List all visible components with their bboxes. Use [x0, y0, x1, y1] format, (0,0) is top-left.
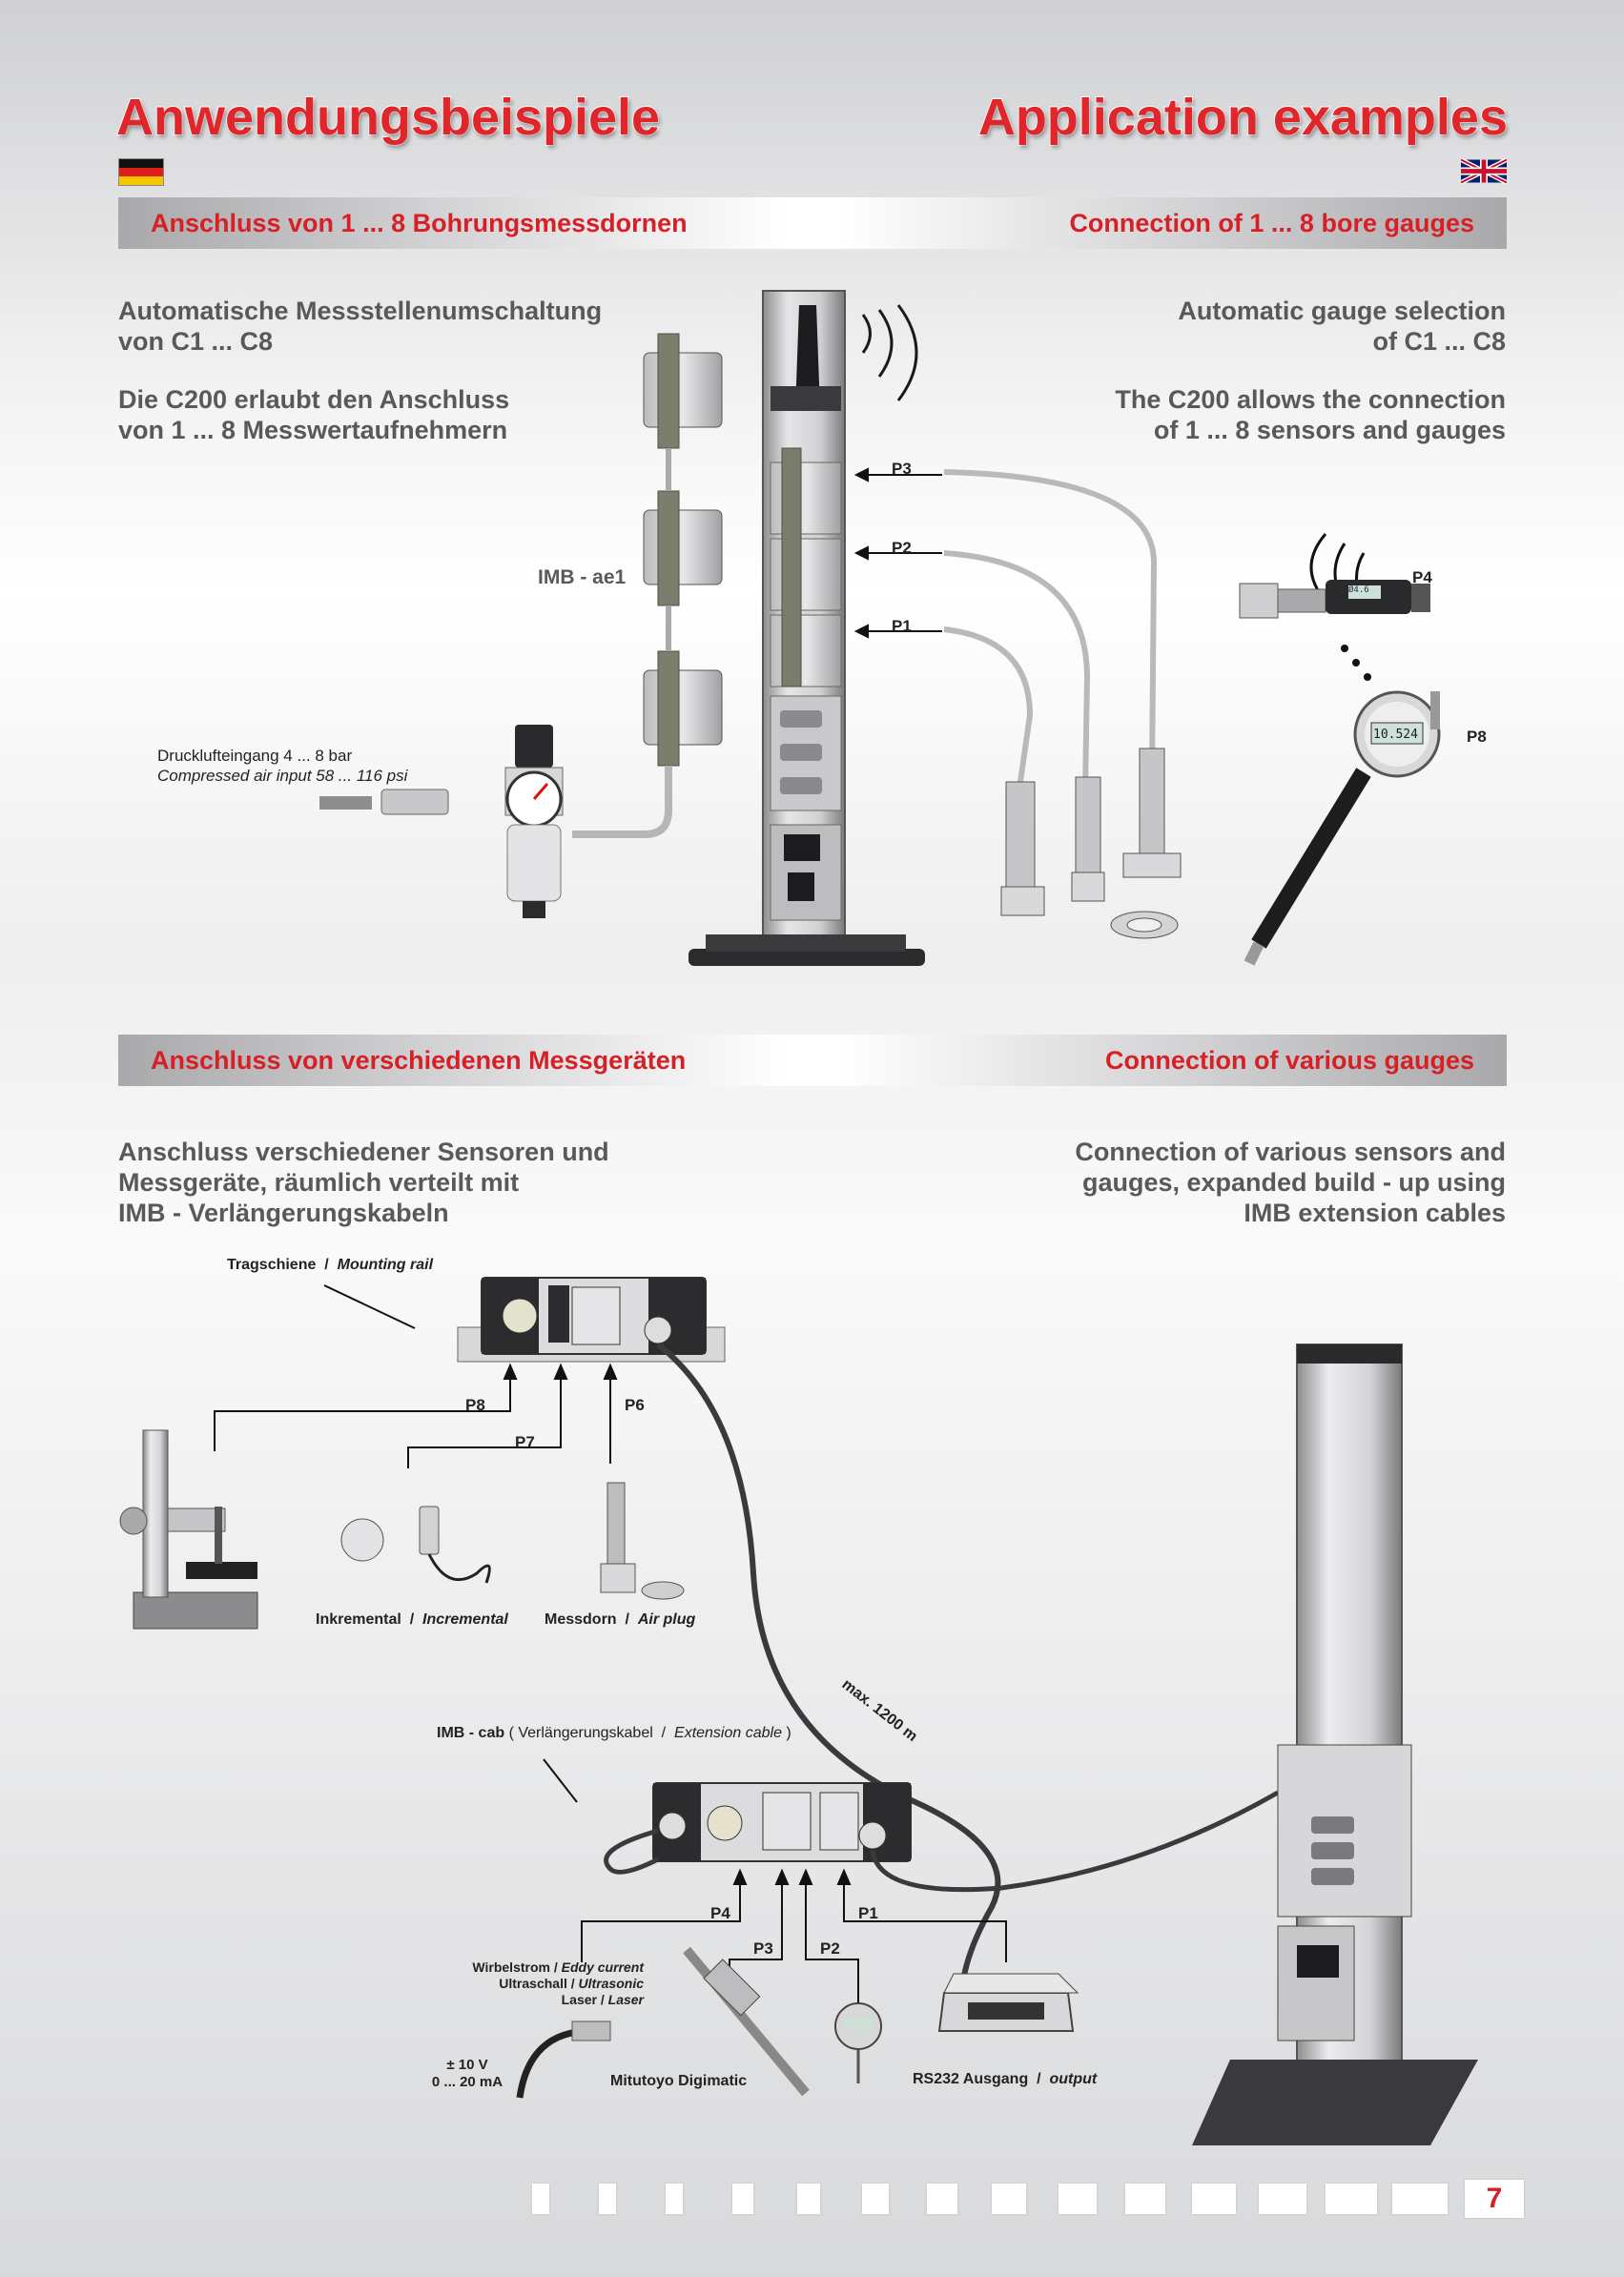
title-de: Anwendungsbeispiele — [115, 88, 661, 147]
label-rs232: RS232 Ausgang / output — [913, 2071, 1098, 2087]
label-p1-2: P1 — [858, 1904, 878, 1922]
label-sensor-types: Wirbelstrom / Eddy current Ultraschall /… — [472, 1959, 644, 2007]
intro-en-1: Automatic gauge selection of C1 ... C8 T… — [1115, 297, 1506, 444]
label-p4: P4 — [1412, 568, 1432, 586]
label-imb-cab: IMB - cab ( Verlängerungskabel / Extensi… — [437, 1725, 791, 1741]
intro-en-2: Connection of various sensors and gauges… — [1075, 1138, 1506, 1227]
title-en: Application examples — [977, 88, 1509, 147]
sensor-probe — [571, 2021, 611, 2041]
wireless-bore-gauge-p4 — [1239, 533, 1430, 681]
label-p8-2: P8 — [465, 1396, 485, 1414]
label-air-de: Drucklufteingang 4 ... 8 bar — [157, 747, 353, 765]
label-rail: Tragschiene / Mounting rail — [227, 1257, 434, 1273]
label-mitutoyo: Mitutoyo Digimatic — [610, 2073, 748, 2089]
measuring-stand — [119, 1429, 258, 1630]
p4-display: Ø4.6 — [1348, 585, 1369, 595]
label-p4-2: P4 — [710, 1904, 730, 1922]
label-p2-2: P2 — [820, 1939, 840, 1958]
label-p3: P3 — [892, 460, 912, 478]
incremental-sensor — [340, 1506, 491, 1584]
label-p3-2: P3 — [753, 1939, 773, 1958]
imb-ae1-modules — [572, 333, 723, 838]
label-signal: ± 10 V 0 ... 20 mA — [431, 2057, 504, 2090]
band-title-de: Anschluss von 1 ... 8 Bohrungsmessdornen — [151, 209, 688, 237]
bore-gauge-setup-illustration — [319, 290, 1441, 966]
mounting-rail-module — [323, 1277, 726, 1363]
label-p2: P2 — [892, 539, 912, 557]
p8-display: 10.524 — [1373, 728, 1418, 742]
bore-plug-cables — [943, 469, 1158, 792]
label-air-en: Compressed air input 58 ... 116 psi — [157, 767, 408, 785]
dial-indicator — [834, 2002, 882, 2083]
label-p1: P1 — [892, 617, 912, 635]
band-title-de-2: Anschluss von verschiedenen Messgeräten — [151, 1046, 687, 1075]
label-p6: P6 — [625, 1396, 645, 1414]
label-incremental: Inkremental / Incremental — [316, 1611, 508, 1628]
rail-arrows — [214, 1363, 618, 1468]
intro-de-2: Anschluss verschiedener Sensoren und Mes… — [118, 1138, 609, 1227]
label-air-plug: Messdorn / Air plug — [545, 1611, 696, 1628]
scale-rs232 — [937, 1973, 1079, 2032]
air-plug — [600, 1482, 685, 1600]
various-gauges-illustration — [119, 1277, 1478, 2145]
band-title-en: Connection of 1 ... 8 bore gauges — [1069, 209, 1474, 237]
c200-column — [689, 290, 925, 966]
imb-cab-module — [543, 1758, 1280, 1893]
section-band-bore-gauges: Anschluss von 1 ... 8 Bohrungsmessdornen… — [118, 197, 1507, 249]
german-flag-icon — [118, 158, 164, 186]
page-number: 7 — [1465, 2180, 1524, 2218]
label-p7: P7 — [515, 1433, 535, 1451]
air-filter-regulator — [319, 725, 564, 918]
uk-flag-icon — [1461, 158, 1507, 184]
arrows-p — [853, 467, 942, 639]
section-band-various-gauges: Anschluss von verschiedenen Messgeräten … — [118, 1035, 1507, 1086]
band-title-en-2: Connection of various gauges — [1104, 1046, 1474, 1075]
label-p8: P8 — [1467, 728, 1487, 746]
intro-de-1: Automatische Messstellenumschaltung von … — [118, 297, 603, 444]
c200-column-right — [1192, 1344, 1478, 2145]
digimatic-caliper — [683, 1946, 810, 2097]
dial-bore-gauge-p8 — [1244, 690, 1441, 966]
label-imb-ae1: IMB - ae1 — [538, 566, 627, 588]
bore-plugs — [1000, 748, 1182, 939]
